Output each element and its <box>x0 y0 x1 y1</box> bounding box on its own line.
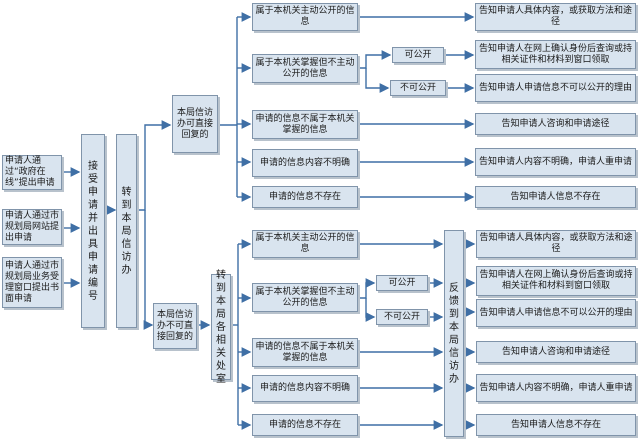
source-government-online-text: 申请人通过“政府在线”提出申请 <box>5 156 55 188</box>
direct-cond-public: 属于本机关主动公开的信息 <box>252 3 358 31</box>
indirect-result-can-text: 告知申请人在网上确认身份后查询或持相关证件和材料到窗口领取 <box>479 270 633 291</box>
transfer-petition-office-box: 转到本局信访办 <box>116 134 137 328</box>
direct-cond-held-not-public: 属于本机关掌握但不主动公开的信息 <box>252 54 358 83</box>
indirect-cond-not-exist-text: 申请的信息不存在 <box>268 419 341 430</box>
indirect-cannot-disclose: 不可公开 <box>376 309 428 325</box>
source-service-window-text: 申请人通过市规划局业务受理窗口提出书面申请 <box>5 260 60 304</box>
indirect-result-not-held: 告知申请人咨询和申请途径 <box>476 341 636 363</box>
to-departments-box: 转到本局各相关处室 <box>211 270 231 385</box>
indirect-cond-public-text: 属于本机关主动公开的信息 <box>255 233 355 254</box>
feedback-petition-office-text: 反馈到本局信访办 <box>449 282 459 385</box>
indirect-can-disclose: 可公开 <box>376 275 428 291</box>
direct-can-disclose-text: 可公开 <box>404 49 432 60</box>
to-departments-text: 转到本局各相关处室 <box>216 269 226 385</box>
direct-cond-held-not-public-text: 属于本机关掌握但不主动公开的信息 <box>255 57 355 79</box>
direct-cond-public-text: 属于本机关主动公开的信息 <box>255 6 355 27</box>
direct-cond-not-held: 申请的信息不属于本机关掌握的信息 <box>252 110 358 139</box>
branch-direct-reply-text: 本局信访办可直接回复的 <box>177 107 214 140</box>
feedback-petition-office-box: 反馈到本局信访办 <box>444 230 464 437</box>
indirect-result-cannot: 告知申请人申请信息不可以公开的理由 <box>476 299 636 327</box>
direct-cond-not-exist-text: 申请的信息不存在 <box>268 191 341 202</box>
indirect-result-cannot-text: 告知申请人申请信息不可以公开的理由 <box>479 307 633 318</box>
indirect-cond-not-held-text: 申请的信息不属于本机关掌握的信息 <box>255 341 355 363</box>
direct-result-not-exist-text: 告知申请人信息不存在 <box>510 191 601 202</box>
direct-result-not-exist: 告知申请人信息不存在 <box>475 186 636 208</box>
indirect-result-unclear-text: 告知申请人内容不明确，申请人重申请 <box>479 382 633 393</box>
receive-application-text: 接受申请并出具申请编号 <box>88 160 98 302</box>
direct-result-cannot: 告知申请人申请信息不可以公开的理由 <box>475 74 636 102</box>
source-bureau-website-text: 申请人通过市规划局网站提出申请 <box>5 210 60 243</box>
direct-can-disclose: 可公开 <box>392 47 444 63</box>
direct-cond-not-held-text: 申请的信息不属于本机关掌握的信息 <box>255 113 355 135</box>
indirect-result-not-exist-text: 告知申请人信息不存在 <box>510 419 601 430</box>
indirect-cond-unclear: 申请的信息内容不明确 <box>252 375 358 402</box>
indirect-cond-not-exist: 申请的信息不存在 <box>252 414 358 436</box>
direct-cond-not-exist: 申请的信息不存在 <box>252 186 358 208</box>
direct-cond-unclear-text: 申请的信息内容不明确 <box>259 157 350 168</box>
direct-result-not-held: 告知申请人咨询和申请途径 <box>475 113 636 135</box>
direct-cannot-disclose: 不可公开 <box>390 80 446 96</box>
direct-result-public-text: 告知申请人具体内容，或获取方法和途径 <box>478 6 632 27</box>
branch-indirect-reply-text: 本局信访办不可直接回复的 <box>156 309 193 342</box>
indirect-result-can: 告知申请人在网上确认身份后查询或持相关证件和材料到窗口领取 <box>476 266 636 296</box>
indirect-result-not-exist: 告知申请人信息不存在 <box>476 414 636 436</box>
direct-result-not-held-text: 告知申请人咨询和申请途径 <box>501 118 610 129</box>
transfer-petition-office-text: 转到本局信访办 <box>121 186 132 276</box>
source-service-window: 申请人通过市规划局业务受理窗口提出书面申请 <box>2 257 62 308</box>
direct-result-can-text: 告知申请人在网上确认身份后查询或持相关证件和材料到窗口领取 <box>478 43 632 65</box>
indirect-cond-public: 属于本机关主动公开的信息 <box>252 230 358 258</box>
direct-result-unclear-text: 告知申请人内容不明确，申请人重申请 <box>478 156 632 167</box>
indirect-result-unclear: 告知申请人内容不明确，申请人重申请 <box>476 374 636 402</box>
indirect-result-public-text: 告知申请人具体内容，或获取方法和途径 <box>479 233 633 254</box>
direct-result-cannot-text: 告知申请人申请信息不可以公开的理由 <box>478 82 632 93</box>
source-bureau-website: 申请人通过市规划局网站提出申请 <box>2 209 62 245</box>
direct-result-unclear: 告知申请人内容不明确，申请人重申请 <box>475 148 636 176</box>
indirect-cannot-disclose-text: 不可公开 <box>383 311 420 322</box>
direct-result-can: 告知申请人在网上确认身份后查询或持相关证件和材料到窗口领取 <box>475 40 636 69</box>
indirect-cond-unclear-text: 申请的信息内容不明确 <box>259 383 350 393</box>
indirect-cond-held-not-public-text: 属于本机关掌握但不主动公开的信息 <box>255 286 355 308</box>
branch-indirect-reply: 本局信访办不可直接回复的 <box>153 303 197 349</box>
branch-direct-reply: 本局信访办可直接回复的 <box>172 95 218 153</box>
indirect-cond-held-not-public: 属于本机关掌握但不主动公开的信息 <box>252 283 358 312</box>
receive-application-box: 接受申请并出具申请编号 <box>81 134 105 328</box>
indirect-can-disclose-text: 可公开 <box>388 277 416 288</box>
direct-cannot-disclose-text: 不可公开 <box>399 82 436 93</box>
indirect-cond-not-held: 申请的信息不属于本机关掌握的信息 <box>252 338 358 367</box>
direct-result-public: 告知申请人具体内容，或获取方法和途径 <box>475 3 636 31</box>
direct-cond-unclear: 申请的信息内容不明确 <box>252 149 358 177</box>
source-government-online: 申请人通过“政府在线”提出申请 <box>2 155 62 190</box>
indirect-result-not-held-text: 告知申请人咨询和申请途径 <box>501 346 610 357</box>
indirect-result-public: 告知申请人具体内容，或获取方法和途径 <box>476 230 636 258</box>
